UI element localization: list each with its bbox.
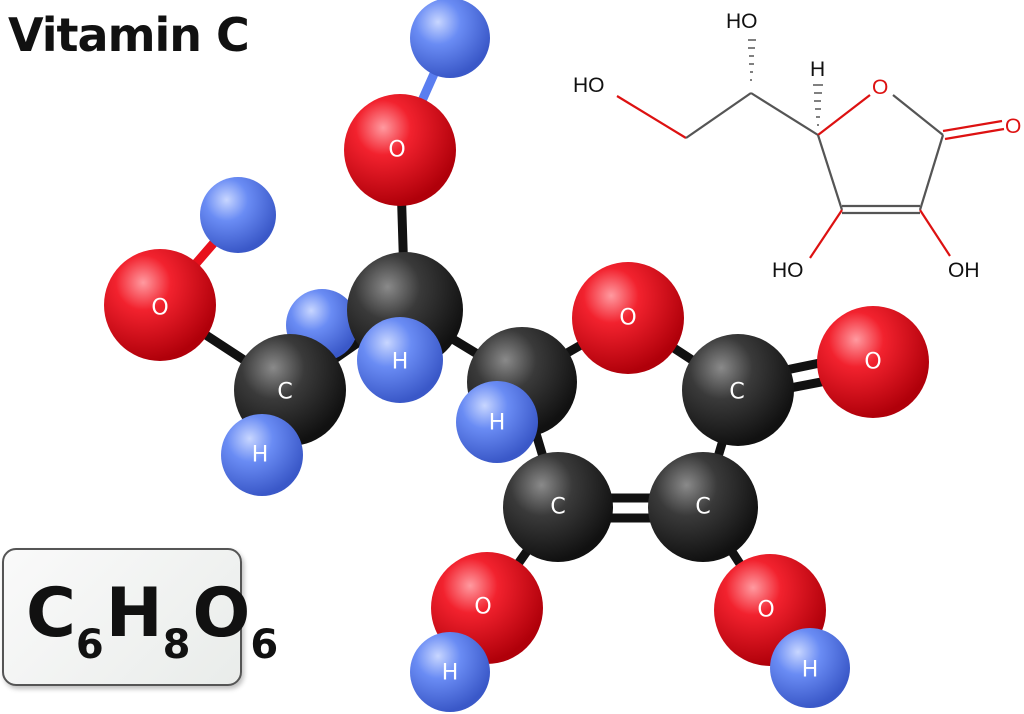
svg-text:H: H — [802, 658, 819, 683]
formula-box: C6H8O6 — [2, 548, 278, 686]
label-ho-chain: HO — [573, 74, 605, 97]
label-oh-bottom: OH — [948, 259, 980, 282]
svg-text:H: H — [252, 443, 269, 468]
svg-text:H: H — [442, 661, 459, 686]
atom-h-top — [410, 0, 490, 78]
label-ho-top: HO — [726, 10, 758, 33]
label-o-ring: O — [872, 76, 888, 99]
atom-h-left: H — [221, 414, 303, 496]
atom-h-bottom-left: H — [410, 632, 490, 712]
atom-c-carbonyl: C — [682, 334, 794, 446]
atom-c-ring-right: C — [648, 452, 758, 562]
svg-text:C: C — [729, 380, 744, 405]
svg-text:O: O — [864, 350, 881, 375]
svg-text:H: H — [489, 411, 506, 436]
atom-o-left: O — [104, 249, 216, 361]
svg-text:C: C — [550, 495, 565, 520]
formula-o-count: 6 — [250, 622, 279, 668]
svg-text:O: O — [757, 598, 774, 623]
formula-o: O — [192, 574, 251, 653]
structural-formula — [616, 39, 1005, 259]
atom-o-carbonyl: O — [817, 306, 929, 418]
atom-c-ring-left: C — [503, 452, 613, 562]
formula-h: H — [105, 574, 163, 653]
svg-text:O: O — [619, 306, 636, 331]
formula-c: C — [26, 574, 76, 653]
atom-h-bottom-right: H — [770, 628, 850, 708]
svg-text:O: O — [151, 296, 168, 321]
label-o-carbonyl: O — [1005, 115, 1021, 138]
label-ho-bottom: HO — [772, 259, 804, 282]
svg-text:C: C — [695, 495, 710, 520]
chemical-formula: C6H8O6 — [26, 574, 280, 668]
svg-text:H: H — [392, 350, 409, 375]
page-title: Vitamin C — [8, 8, 250, 62]
atom-h-upper-left — [200, 177, 276, 253]
formula-c-count: 6 — [75, 622, 104, 668]
atom-h-center: H — [357, 317, 443, 403]
atom-o-top: O — [344, 94, 456, 206]
formula-h-count: 8 — [162, 622, 191, 668]
svg-text:O: O — [388, 138, 405, 163]
atom-h-ring: H — [456, 381, 538, 463]
svg-text:O: O — [474, 595, 491, 620]
svg-text:C: C — [277, 380, 292, 405]
atom-o-ring: O — [572, 262, 684, 374]
label-h-stereo: H — [810, 58, 825, 81]
